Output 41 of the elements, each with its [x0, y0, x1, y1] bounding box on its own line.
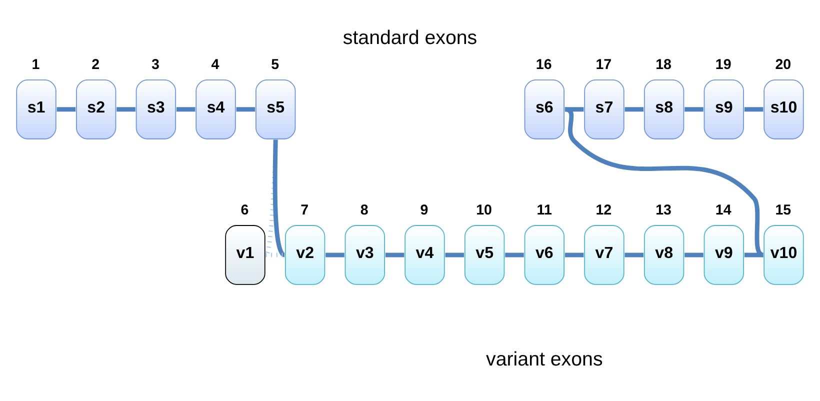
node-label: 20 [775, 57, 792, 74]
diagram-title: standard exons [342, 26, 478, 49]
connector [176, 107, 196, 112]
node-label: 1 [32, 57, 40, 74]
node-label: 7 [300, 202, 309, 219]
node-label: 18 [656, 57, 672, 74]
connector [564, 252, 584, 258]
node-label: 3 [151, 57, 160, 74]
connector [564, 107, 584, 112]
connector [326, 252, 344, 258]
node-label: 12 [596, 202, 612, 219]
connector [684, 107, 704, 112]
connector [624, 107, 644, 112]
connector [744, 252, 764, 258]
connector [744, 107, 764, 112]
connector [266, 252, 285, 258]
node-label: 2 [92, 57, 100, 74]
connector [684, 252, 704, 258]
connector [505, 252, 524, 258]
node-label: 10 [476, 202, 492, 219]
node-label: 19 [715, 57, 732, 74]
connector [56, 107, 76, 112]
node-label: 9 [420, 202, 428, 219]
node-label: 8 [360, 202, 368, 219]
node-label: 15 [775, 202, 792, 219]
node-label: 14 [715, 202, 732, 219]
connector [385, 252, 404, 258]
node-label: 4 [211, 57, 220, 74]
connector [445, 252, 464, 258]
node-label: 6 [240, 202, 249, 219]
connector [564, 107, 764, 258]
connector [236, 107, 256, 112]
node-label: 5 [271, 57, 280, 74]
node-label: 17 [596, 57, 612, 74]
caption: variant exons [486, 348, 603, 370]
node-label: 11 [536, 202, 552, 219]
connector [624, 252, 644, 258]
node-label: 13 [656, 202, 672, 219]
node-label: 16 [536, 57, 552, 74]
connector [116, 107, 136, 112]
connector [272, 140, 286, 257]
